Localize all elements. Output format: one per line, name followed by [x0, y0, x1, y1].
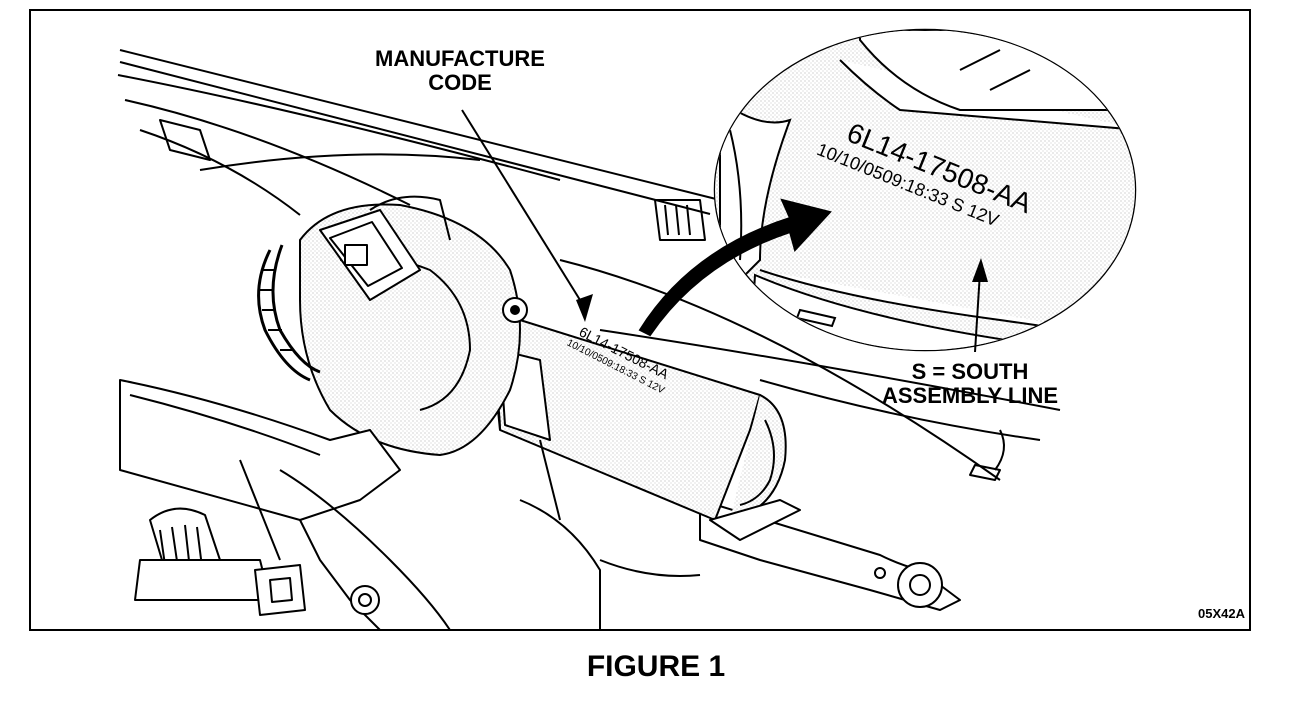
magnify-arrow [638, 198, 832, 337]
figure-code: 05X42A [1198, 606, 1245, 621]
lower-components [134, 439, 601, 630]
manufacture-code-line1: MANUFACTURE [375, 46, 545, 71]
manufacture-code-label: MANUFACTURE CODE [350, 46, 570, 96]
south-assembly-line2: ASSEMBLY LINE [881, 383, 1059, 409]
manufacture-code-leader [461, 109, 593, 322]
figure-caption: FIGURE 1 [586, 650, 726, 683]
south-assembly-line1: S = SOUTH [911, 359, 1029, 384]
wiring-connector [257, 209, 421, 382]
south-assembly-leader [972, 258, 988, 353]
south-assembly-label: S = SOUTH ASSEMBLY LINE [845, 359, 1095, 409]
foreground-bracket [119, 379, 451, 630]
cowl-panel [117, 49, 1061, 481]
manufacture-code-line2: CODE [428, 70, 492, 96]
